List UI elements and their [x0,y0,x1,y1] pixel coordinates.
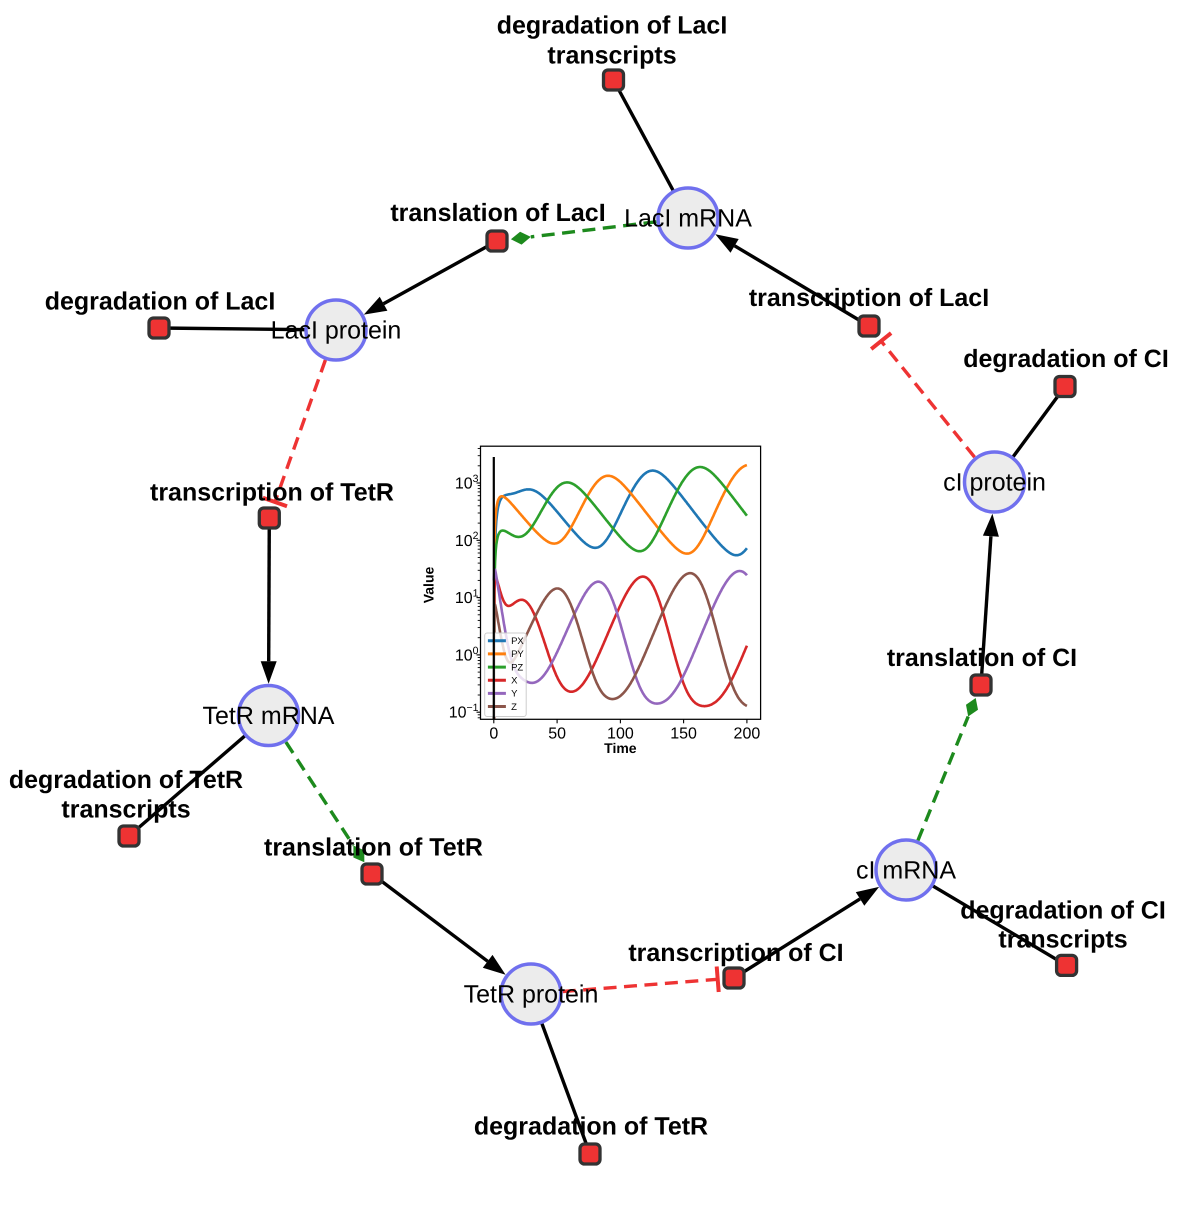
svg-text:50: 50 [548,726,566,743]
svg-text:degradation of CI: degradation of CI [963,345,1169,373]
svg-text:LacI mRNA: LacI mRNA [624,205,752,233]
svg-text:LacI protein: LacI protein [271,317,402,345]
svg-text:Value: Value [421,567,437,604]
svg-text:transcripts: transcripts [998,926,1127,954]
svg-text:transcription of TetR: transcription of TetR [150,479,394,507]
svg-text:PY: PY [511,649,524,660]
svg-text:TetR mRNA: TetR mRNA [203,702,335,730]
svg-text:100: 100 [607,726,634,743]
svg-text:Time: Time [604,740,637,756]
svg-text:PZ: PZ [511,662,523,673]
svg-text:150: 150 [670,726,697,743]
svg-text:0: 0 [489,726,498,743]
svg-text:transcription of LacI: transcription of LacI [749,284,989,312]
svg-text:PX: PX [511,636,524,647]
svg-text:degradation of TetR: degradation of TetR [9,766,243,794]
svg-text:X: X [511,676,518,687]
svg-text:Z: Z [511,702,517,713]
svg-text:translation of TetR: translation of TetR [264,834,483,862]
svg-text:degradation of CI: degradation of CI [960,897,1166,925]
svg-text:cI protein: cI protein [943,469,1046,497]
svg-text:degradation of TetR: degradation of TetR [474,1113,708,1141]
svg-text:Y: Y [511,689,518,700]
svg-text:degradation of LacI: degradation of LacI [45,288,276,316]
svg-text:translation of LacI: translation of LacI [390,199,605,227]
svg-text:TetR protein: TetR protein [464,981,599,1009]
svg-text:transcription of CI: transcription of CI [628,939,843,967]
svg-text:translation of CI: translation of CI [887,644,1077,672]
svg-text:transcripts: transcripts [61,796,190,824]
svg-text:200: 200 [734,726,761,743]
svg-text:transcripts: transcripts [547,42,676,70]
svg-text:cI mRNA: cI mRNA [856,857,956,885]
svg-text:degradation of LacI: degradation of LacI [497,12,728,40]
